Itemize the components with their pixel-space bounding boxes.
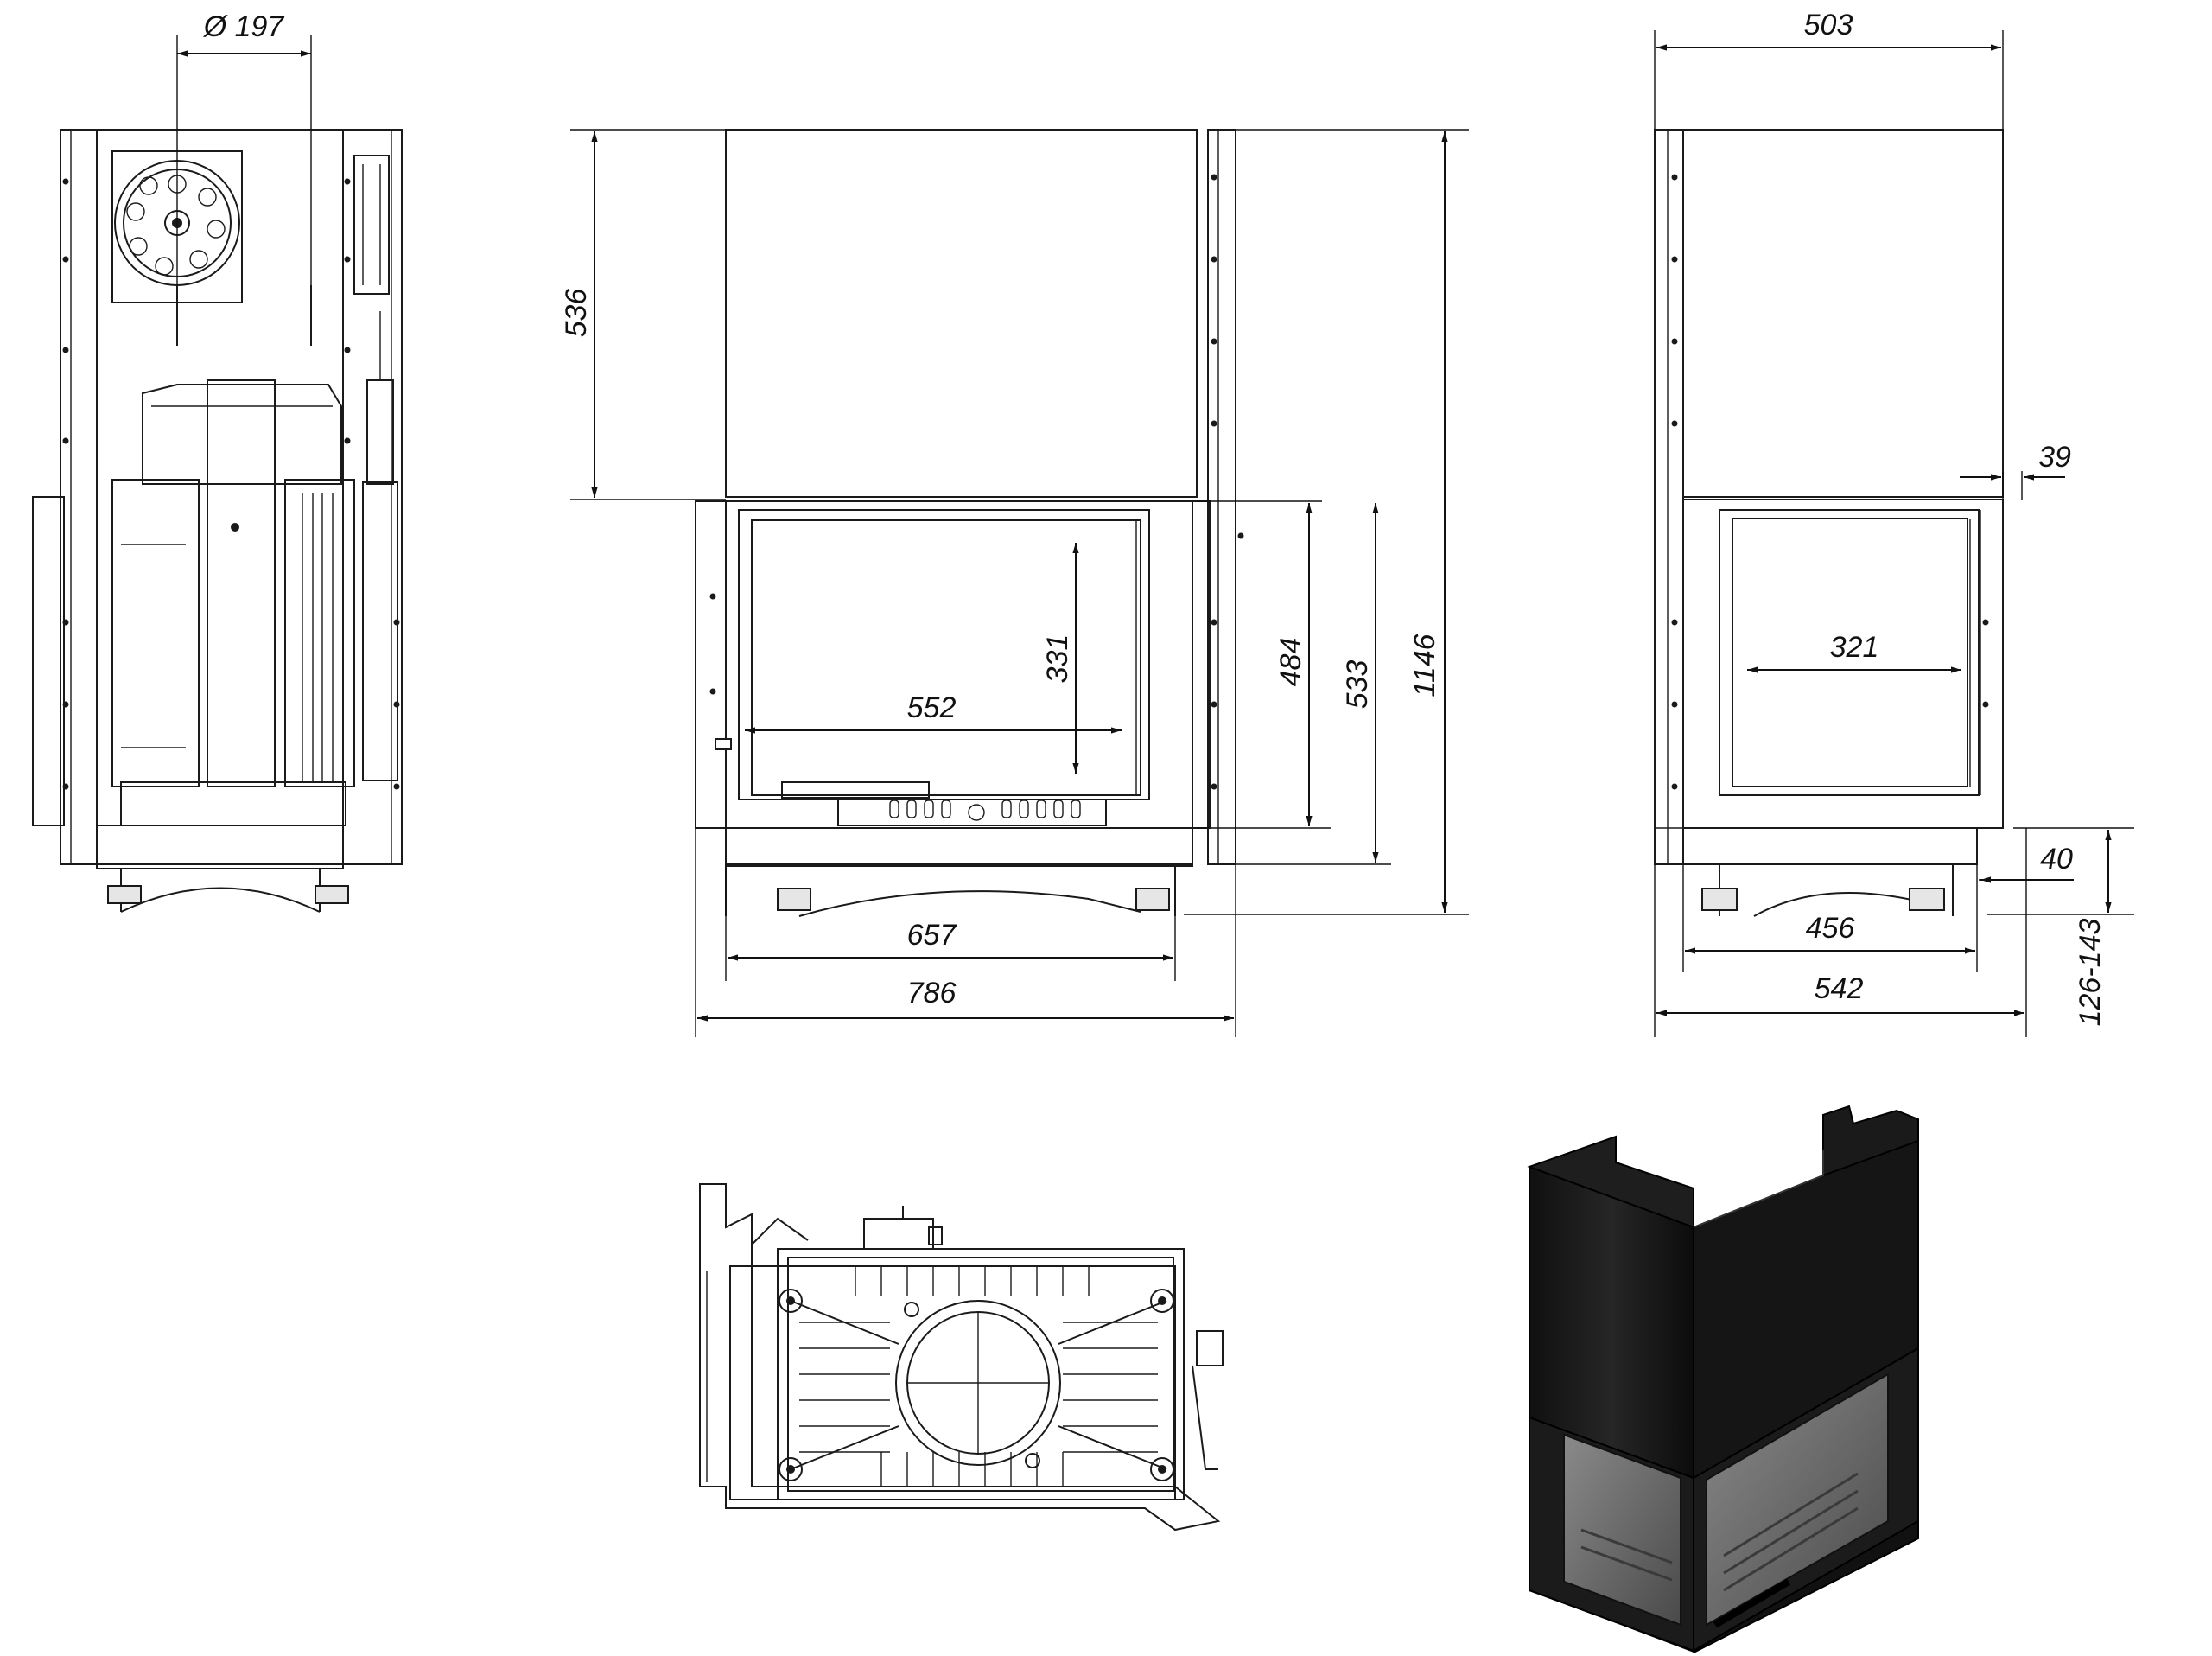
dim-front-door-height: 484 [1274, 638, 1307, 687]
dim-front-top-height: 536 [560, 289, 593, 338]
dim-right-leg-height: 40 [2040, 843, 2073, 876]
side-view: Ø 197 [32, 10, 403, 913]
dim-right-leg-range: 126-143 [2074, 919, 2107, 1027]
dim-right-offset: 39 [2038, 441, 2071, 474]
dim-front-body-height: 533 [1341, 660, 1374, 710]
dim-front-base-width: 657 [907, 919, 957, 952]
isometric-render [1527, 1105, 1919, 1653]
side-view-bolts [62, 178, 400, 790]
dim-right-base-width: 456 [1806, 912, 1855, 945]
dim-front-glass-width: 552 [907, 691, 957, 724]
front-grate-holes [889, 799, 1081, 821]
right-view: 503 39 321 40 456 542 126-143 [1654, 9, 2134, 1037]
dim-side-flue-diameter: Ø 197 [203, 10, 285, 43]
dim-front-total-width: 786 [907, 977, 957, 1010]
front-view-bolts [709, 174, 1244, 790]
front-view: 536 331 552 484 533 1146 657 786 [560, 129, 1469, 1037]
dim-right-glass-width: 321 [1830, 631, 1879, 664]
dim-right-total-width: 542 [1815, 972, 1864, 1005]
right-view-bolts [1671, 174, 1989, 790]
dim-front-total-height: 1146 [1408, 634, 1441, 697]
top-view [699, 1183, 1224, 1532]
dim-right-top-width: 503 [1804, 9, 1853, 41]
render-grate [1580, 1472, 1859, 1592]
dim-front-glass-height: 331 [1041, 634, 1074, 684]
